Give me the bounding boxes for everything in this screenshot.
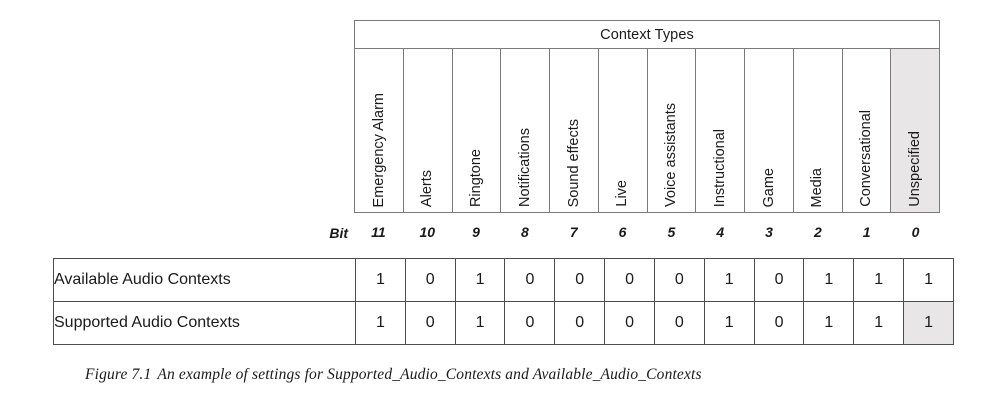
context-type-header-cell: Unspecified — [890, 48, 940, 213]
context-type-label: Sound effects — [565, 118, 582, 207]
bit-value-cell: 0 — [504, 258, 556, 302]
bit-value-cell: 1 — [703, 258, 755, 302]
bit-value-cell: 0 — [653, 258, 705, 302]
bit-number: 9 — [472, 224, 480, 240]
context-type-header-cell: Notifications — [500, 48, 550, 213]
context-type-label: Game — [760, 167, 777, 208]
bit-number: 3 — [765, 224, 773, 240]
context-type-label: Ringtone — [468, 148, 485, 207]
bit-value-cell: 0 — [653, 301, 705, 345]
context-type-header-cell: Instructional — [695, 48, 745, 213]
context-type-label: Media — [809, 167, 826, 208]
context-type-header-cell: Media — [792, 48, 843, 213]
bit-number: 0 — [911, 224, 920, 240]
bit-value-cell: 0 — [604, 258, 655, 302]
bit-value-cell: 0 — [404, 301, 456, 345]
context-type-header-cell: Live — [597, 48, 648, 213]
context-type-label: Notifications — [516, 128, 533, 207]
bit-number: 10 — [419, 224, 436, 240]
bit-value-cell: 1 — [903, 258, 954, 302]
bit-number: 7 — [569, 224, 578, 240]
bit-value-cell: 1 — [454, 258, 506, 302]
row-label: Supported Audio Contexts — [53, 301, 356, 345]
row-label: Available Audio Contexts — [53, 258, 356, 302]
bit-value-cell: 0 — [554, 258, 606, 302]
context-type-header-cell: Ringtone — [451, 48, 502, 213]
bit-number: 5 — [667, 224, 676, 240]
bit-value-cell: 1 — [853, 301, 905, 345]
bit-number: 6 — [618, 224, 627, 240]
context-type-label: Live — [614, 180, 631, 207]
bit-value-cell: 1 — [803, 301, 855, 345]
bit-value-cell: 0 — [404, 258, 456, 302]
context-type-label: Instructional — [711, 128, 728, 207]
bit-number: 8 — [521, 224, 529, 240]
context-type-header-cell: Conversational — [841, 48, 892, 213]
bit-value-cell: 1 — [355, 258, 406, 302]
bit-number: 2 — [813, 224, 822, 240]
bit-value-cell: 1 — [903, 301, 954, 345]
context-type-header-cell: Alerts — [402, 48, 453, 213]
context-type-header-cell: Sound effects — [549, 48, 599, 213]
bit-value-cell: 0 — [753, 301, 805, 345]
bit-value-cell: 1 — [454, 301, 506, 345]
figure-caption: Figure 7.1 An example of settings for Sup… — [85, 366, 702, 384]
context-type-header-cell: Game — [744, 48, 794, 213]
bit-number: 4 — [716, 224, 725, 240]
bit-value-cell: 0 — [753, 258, 805, 302]
bit-value-cell: 1 — [803, 258, 855, 302]
bit-value-cell: 1 — [703, 301, 755, 345]
context-type-label: Alerts — [419, 169, 436, 207]
bit-value-cell: 1 — [853, 258, 905, 302]
bit-value-cell: 0 — [604, 301, 655, 345]
bit-value-cell: 0 — [554, 301, 606, 345]
context-types-title: Context Types — [354, 20, 940, 49]
context-type-label: Unspecified — [906, 131, 923, 207]
context-type-label: Emergency Alarm — [370, 92, 387, 207]
bit-value-cell: 0 — [504, 301, 556, 345]
context-type-header-cell: Emergency Alarm — [354, 48, 404, 213]
bit-value-cell: 1 — [355, 301, 406, 345]
context-type-label: Voice assistants — [663, 103, 680, 207]
bit-number: 11 — [371, 224, 386, 240]
context-type-header-cell: Voice assistants — [646, 48, 697, 213]
figure-caption-text: An example of settings for Supported_Aud… — [157, 366, 702, 383]
bit-row-label: Bit — [329, 225, 348, 241]
context-type-label: Conversational — [858, 110, 875, 207]
context-types-title-row: Context Types — [354, 20, 940, 49]
figure-caption-number: Figure 7.1 — [85, 366, 152, 383]
bit-number: 1 — [862, 224, 871, 240]
